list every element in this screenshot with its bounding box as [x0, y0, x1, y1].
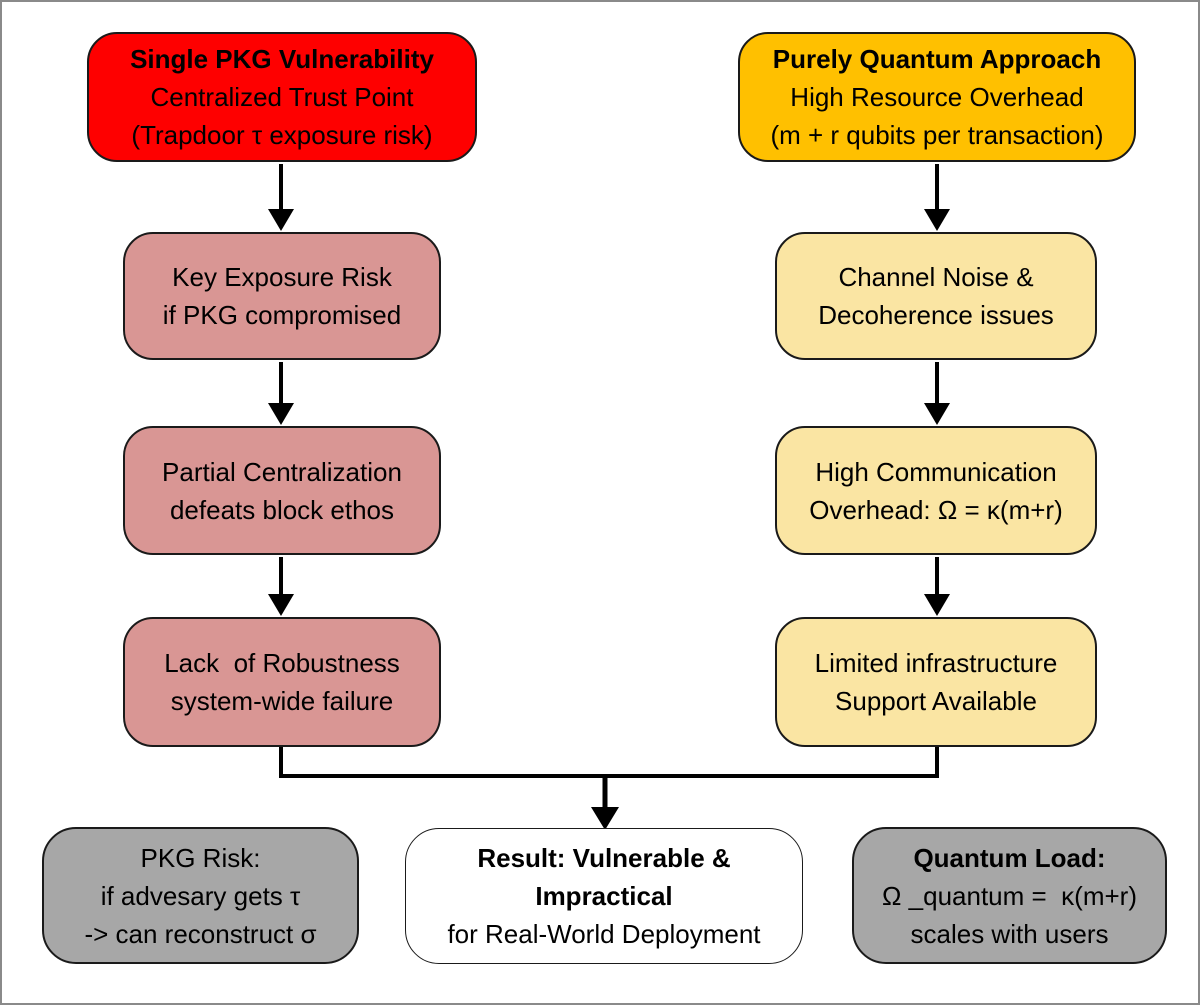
node-text-line: Partial Centralization	[162, 456, 402, 487]
node-text-line: Single PKG Vulnerability	[130, 44, 434, 74]
node-text-line: (m + r qubits per transaction)	[770, 120, 1104, 150]
node-text-line: if advesary gets τ	[100, 880, 301, 911]
node-text-line: if PKG compromised	[162, 300, 402, 330]
node-text-line: Result: Vulnerable &	[477, 843, 731, 873]
node-text-line: Key Exposure Risk	[172, 262, 392, 292]
node-single-pkg-vulnerability: Single PKG Vulnerability Centralized Tru…	[87, 32, 477, 162]
note-quantum-load: Quantum Load: Ω _quantum = κ(m+r) scales…	[852, 827, 1167, 964]
node-channel-noise: Channel Noise & Decoherence issues	[775, 232, 1097, 360]
node-text-line: for Real-World Deployment	[447, 919, 761, 949]
node-purely-quantum-approach: Purely Quantum Approach High Resource Ov…	[738, 32, 1136, 162]
node-text-line: Centralized Trust Point	[150, 82, 414, 112]
node-text-line: High Communication	[815, 456, 1057, 487]
node-text-line: Impractical	[535, 881, 673, 911]
node-text-line: Channel Noise &	[838, 262, 1034, 292]
node-text-line: Overhead: Ω = κ(m+r)	[809, 494, 1063, 525]
node-text-line: system-wide failure	[170, 686, 394, 716]
node-text-line: -> can reconstruct σ	[84, 918, 317, 949]
node-limited-infrastructure: Limited infrastructure Support Available	[775, 617, 1097, 747]
node-text-line: Lack of Robustness	[164, 648, 400, 678]
node-text-line: Quantum Load:	[913, 842, 1106, 873]
node-text-line: scales with users	[910, 918, 1109, 949]
node-text-line: defeats block ethos	[169, 494, 395, 525]
note-pkg-risk: PKG Risk: if advesary gets τ -> can reco…	[42, 827, 359, 964]
node-key-exposure-risk: Key Exposure Risk if PKG compromised	[123, 232, 441, 360]
node-text-line: Ω _quantum = κ(m+r)	[882, 880, 1137, 911]
node-text-line: (Trapdoor τ exposure risk)	[131, 120, 433, 150]
node-lack-of-robustness: Lack of Robustness system-wide failure	[123, 617, 441, 747]
node-text-line: Decoherence issues	[818, 300, 1054, 330]
node-text-line: Limited infrastructure	[814, 648, 1058, 678]
node-text-line: Support Available	[835, 686, 1037, 716]
node-partial-centralization: Partial Centralization defeats block eth…	[123, 426, 441, 555]
node-text-line: Purely Quantum Approach	[772, 44, 1102, 74]
node-result: Result: Vulnerable & Impractical for Rea…	[405, 828, 803, 964]
node-high-communication-overhead: High Communication Overhead: Ω = κ(m+r)	[775, 426, 1097, 555]
node-text-line: PKG Risk:	[140, 842, 261, 873]
node-text-line: High Resource Overhead	[790, 82, 1084, 112]
